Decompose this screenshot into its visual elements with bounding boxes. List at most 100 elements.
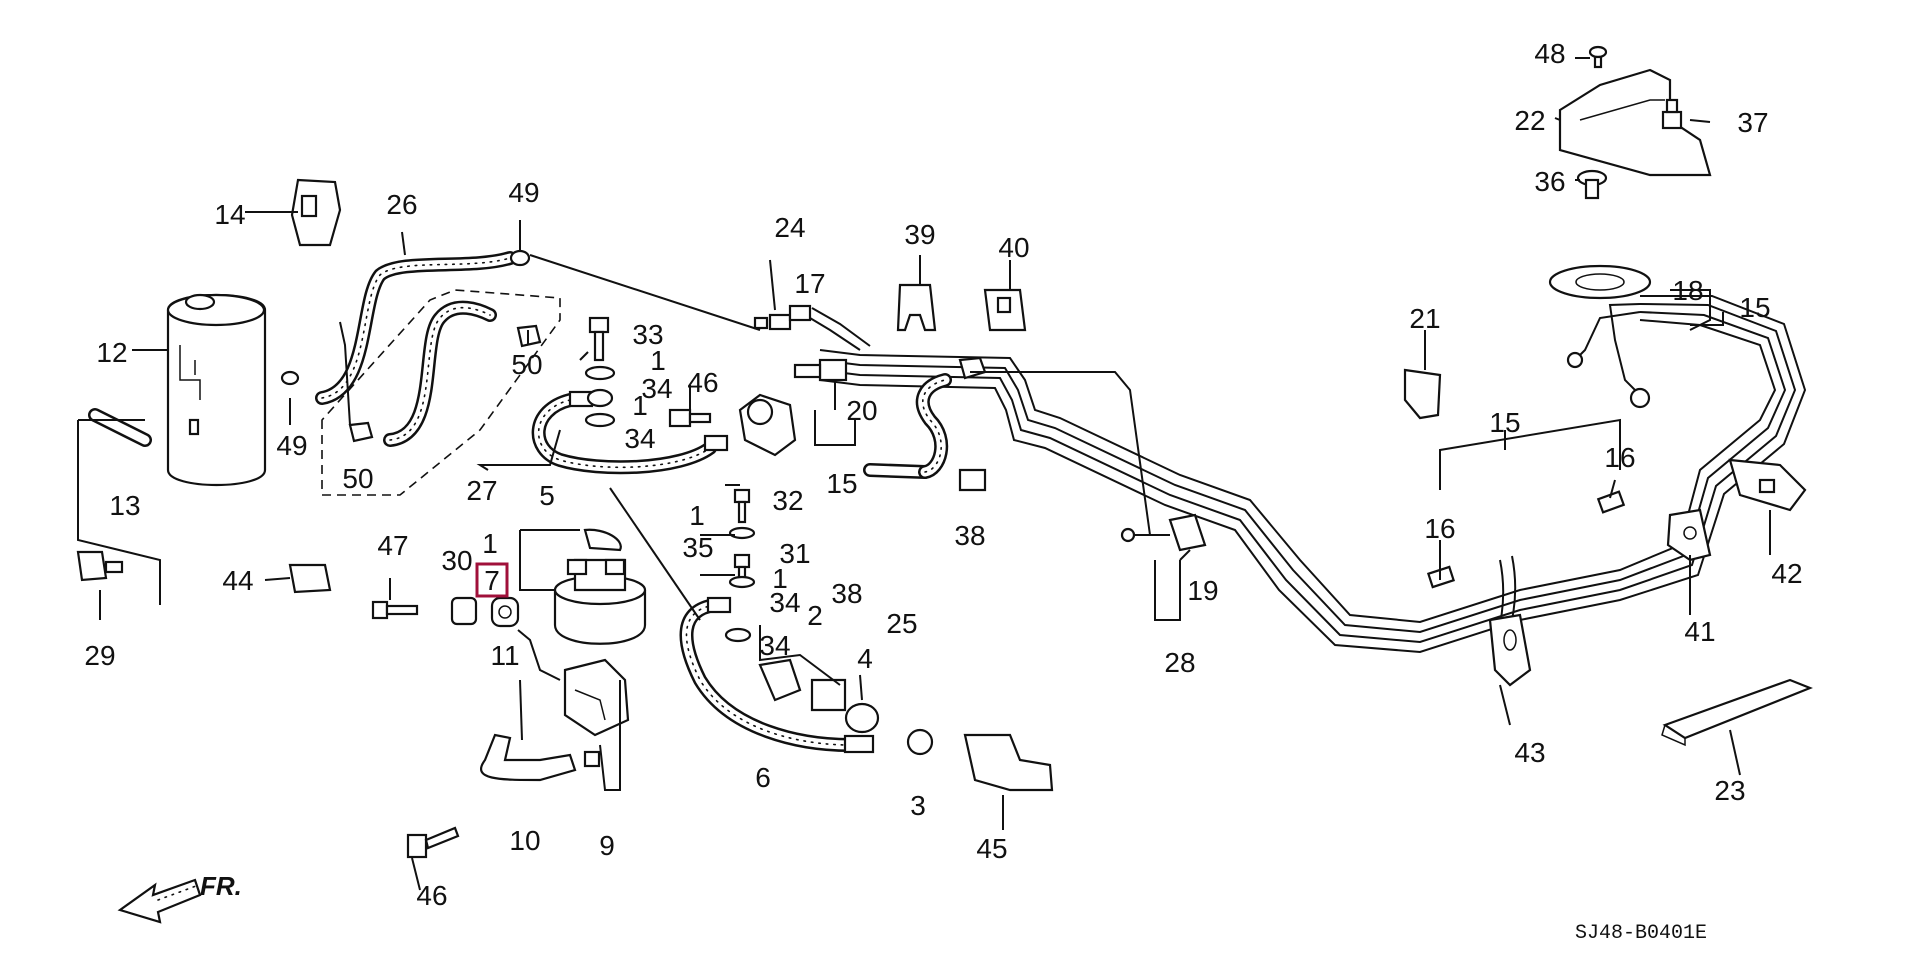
callout-23[interactable]: 23	[1714, 775, 1745, 806]
callout-42[interactable]: 42	[1771, 558, 1802, 589]
callout-28[interactable]: 28	[1164, 647, 1195, 678]
clamps-50[interactable]	[348, 324, 542, 443]
callout-11[interactable]: 11	[490, 640, 519, 671]
callout-17[interactable]: 17	[794, 268, 825, 299]
callout-5[interactable]: 5	[539, 480, 555, 511]
callout-47[interactable]: 47	[377, 530, 408, 561]
clamp-40[interactable]	[983, 288, 1027, 332]
callout-1[interactable]: 1	[772, 563, 788, 594]
clip-38-lower[interactable]	[958, 356, 987, 380]
callout-15[interactable]: 15	[826, 468, 857, 499]
bolt-46-lower[interactable]	[406, 826, 460, 859]
callout-46[interactable]: 46	[416, 880, 447, 911]
joint-19[interactable]	[1120, 513, 1207, 552]
callout-37[interactable]: 37	[1737, 107, 1768, 138]
joint-20[interactable]	[793, 358, 848, 382]
fuel-pipe-assembly[interactable]	[799, 295, 1807, 654]
callout-10[interactable]: 10	[509, 825, 540, 856]
callout-7[interactable]: 7	[484, 565, 500, 596]
clip-45[interactable]	[963, 733, 1054, 792]
callout-50[interactable]: 50	[511, 349, 542, 380]
callout-1[interactable]: 1	[632, 390, 648, 421]
hose-6[interactable]	[679, 596, 875, 754]
callout-34[interactable]: 34	[769, 587, 800, 618]
callout-15[interactable]: 15	[1739, 292, 1770, 323]
canister-12[interactable]	[166, 293, 267, 487]
callout-15[interactable]: 15	[1489, 407, 1520, 438]
fuel-filter-7[interactable]	[553, 528, 647, 645]
callout-38[interactable]: 38	[831, 578, 862, 609]
callout-32[interactable]: 32	[772, 485, 803, 516]
callout-12[interactable]: 12	[96, 337, 127, 368]
grommet-11[interactable]	[490, 596, 520, 628]
valve-24[interactable]	[753, 316, 769, 330]
clip-43[interactable]	[1488, 613, 1532, 687]
callout-31[interactable]: 31	[779, 538, 810, 569]
bracket-14[interactable]	[290, 178, 342, 247]
clamp-band-10[interactable]	[480, 733, 577, 782]
hose-13[interactable]	[88, 408, 152, 447]
callout-33[interactable]: 33	[632, 319, 663, 350]
callout-35[interactable]: 35	[682, 532, 713, 563]
callout-25[interactable]: 25	[886, 608, 917, 639]
callout-43[interactable]: 43	[1514, 737, 1545, 768]
callout-36[interactable]: 36	[1534, 166, 1565, 197]
callout-48[interactable]: 48	[1534, 38, 1565, 69]
hose-5[interactable]	[531, 390, 797, 475]
callout-29[interactable]: 29	[84, 640, 115, 671]
callout-1[interactable]: 1	[650, 345, 666, 376]
callout-19[interactable]: 19	[1187, 575, 1218, 606]
callout-1[interactable]: 1	[482, 528, 498, 559]
plate-23[interactable]	[1661, 678, 1813, 747]
filter-bracket-9[interactable]	[563, 658, 630, 768]
joint-17[interactable]	[768, 304, 812, 331]
callout-40[interactable]: 40	[998, 232, 1029, 263]
line-25[interactable]	[863, 373, 952, 479]
callout-39[interactable]: 39	[904, 219, 935, 250]
callout-49[interactable]: 49	[508, 177, 539, 208]
screw-48[interactable]	[1588, 45, 1608, 69]
callout-24[interactable]: 24	[774, 212, 805, 243]
clamp-39[interactable]	[896, 283, 937, 332]
callout-41[interactable]: 41	[1684, 616, 1715, 647]
clip-36[interactable]	[1576, 169, 1608, 200]
callout-1[interactable]: 1	[689, 500, 705, 531]
hose-27[interactable]	[383, 300, 497, 447]
bolt-47[interactable]	[371, 600, 419, 620]
callout-45[interactable]: 45	[976, 833, 1007, 864]
callout-46[interactable]: 46	[687, 367, 718, 398]
damper-parts-2[interactable]	[758, 658, 934, 756]
callout-34[interactable]: 34	[624, 423, 655, 454]
callout-50[interactable]: 50	[342, 463, 373, 494]
callout-34[interactable]: 34	[641, 373, 672, 404]
callout-44[interactable]: 44	[222, 565, 253, 596]
cushion-30[interactable]	[450, 596, 478, 626]
callout-18[interactable]: 18	[1672, 275, 1703, 306]
clip-41[interactable]	[1666, 508, 1712, 562]
joint-29[interactable]	[76, 550, 124, 582]
callout-6[interactable]: 6	[755, 762, 771, 793]
callout-30[interactable]: 30	[441, 545, 472, 576]
callout-21[interactable]: 21	[1409, 303, 1440, 334]
nut-37[interactable]	[1661, 98, 1683, 130]
hose-26[interactable]	[315, 251, 517, 405]
callout-9[interactable]: 9	[599, 830, 615, 861]
callout-16[interactable]: 16	[1604, 442, 1635, 473]
clamp-21[interactable]	[1403, 368, 1442, 420]
banjo-bolts-32-35-31[interactable]	[724, 488, 756, 643]
callout-4[interactable]: 4	[857, 643, 873, 674]
bolt-46-upper[interactable]	[668, 408, 712, 428]
callout-14[interactable]: 14	[214, 199, 245, 230]
callout-2[interactable]: 2	[807, 600, 823, 631]
cover-22[interactable]	[1558, 68, 1712, 177]
callout-16[interactable]: 16	[1424, 513, 1455, 544]
callout-26[interactable]: 26	[386, 189, 417, 220]
callout-13[interactable]: 13	[109, 490, 140, 521]
callout-38[interactable]: 38	[954, 520, 985, 551]
bolt-33-washers[interactable]	[584, 316, 616, 428]
clip-44[interactable]	[288, 563, 332, 594]
callout-22[interactable]: 22	[1514, 105, 1545, 136]
clip-49[interactable]	[280, 249, 531, 386]
grommet-18[interactable]	[1548, 264, 1652, 300]
callout-20[interactable]: 20	[846, 395, 877, 426]
